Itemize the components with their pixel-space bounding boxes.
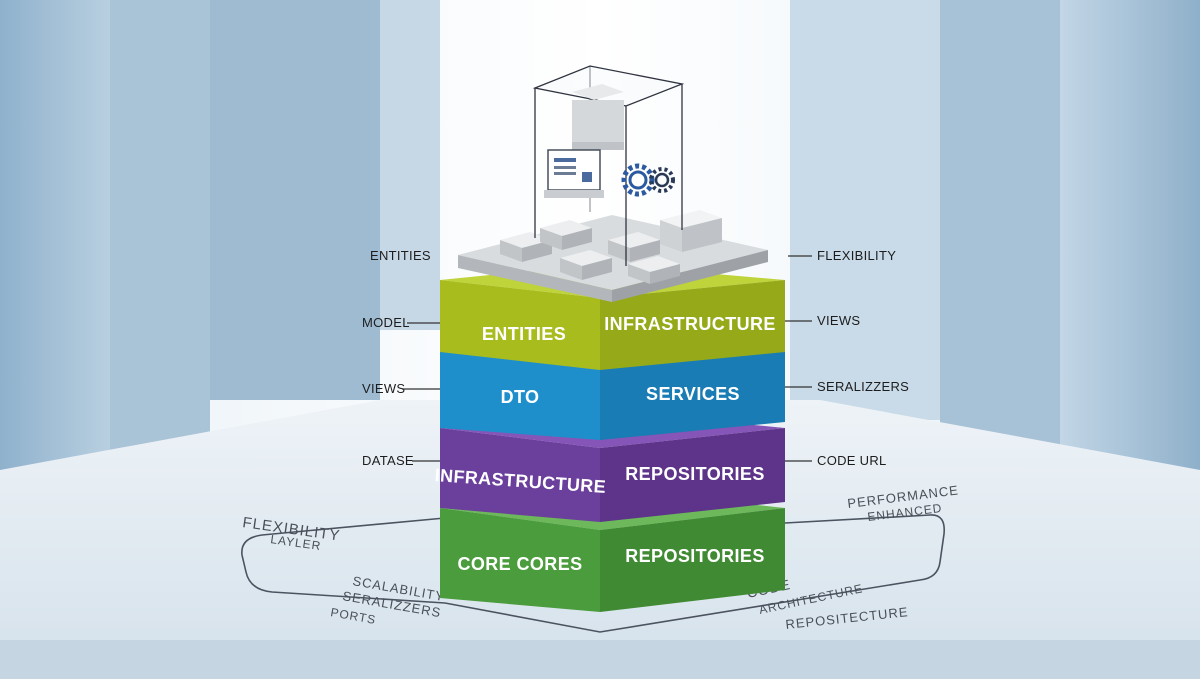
left-wall-panel (110, 0, 210, 450)
floor-outline-left (241, 517, 446, 604)
layer-infrastructure-right-label: REPOSITORIES (625, 464, 765, 484)
label-left-entities: ENTITIES (370, 248, 431, 263)
label-right-views: VIEWS (817, 313, 860, 328)
label-left-views: VIEWS (362, 381, 405, 396)
layer-core-front-left (440, 508, 600, 612)
layer-infrastructure-front-left (440, 428, 600, 522)
left-wall-panel (380, 0, 440, 330)
label-right-code-url: CODE URL (817, 453, 887, 468)
floor-outline-right (444, 514, 946, 633)
label-left-datase: DATASE (362, 453, 414, 468)
left-wall-panel (0, 0, 110, 470)
layer-entities-right-label: INFRASTRUCTURE (604, 314, 776, 334)
glass-container (532, 65, 685, 266)
layer-core-left-label: CORE CORES (457, 554, 582, 574)
top-platform (458, 65, 768, 302)
server-blocks (500, 210, 722, 284)
left-wall-panel (210, 0, 380, 400)
label-right-flexibility: FLEXIBILITY (817, 248, 896, 263)
layer-infrastructure-front-right (600, 428, 785, 522)
layer-entities-left-label: ENTITIES (482, 324, 566, 344)
gear-icon (621, 163, 675, 197)
monitor-icon (544, 149, 604, 198)
layer-entities-front-left (440, 280, 600, 370)
label-left-model: MODEL (362, 315, 410, 330)
label-right-seralizzers: SERALIZZERS (817, 379, 909, 394)
labels-right: FLEXIBILITY VIEWS SERALIZZERS CODE URL (785, 248, 909, 468)
layer-core-right-label: REPOSITORIES (625, 546, 765, 566)
right-wall-panel (940, 0, 1060, 450)
labels-left: ENTITIES MODEL VIEWS DATASE (362, 248, 440, 468)
floor-shadow-band (0, 640, 1200, 679)
layer-services-left-label: DTO (501, 387, 540, 407)
platform-front-right (612, 250, 768, 302)
platform-front-left (458, 255, 612, 302)
layer-core-front-right (600, 508, 785, 612)
layer-services-right-label: SERVICES (646, 384, 740, 404)
right-wall-panel (790, 0, 940, 420)
layer-services-front-left (440, 350, 600, 440)
right-wall-panel (1060, 0, 1200, 470)
layer-services-front-right (600, 350, 785, 440)
layer-entities-front-right (600, 280, 785, 370)
